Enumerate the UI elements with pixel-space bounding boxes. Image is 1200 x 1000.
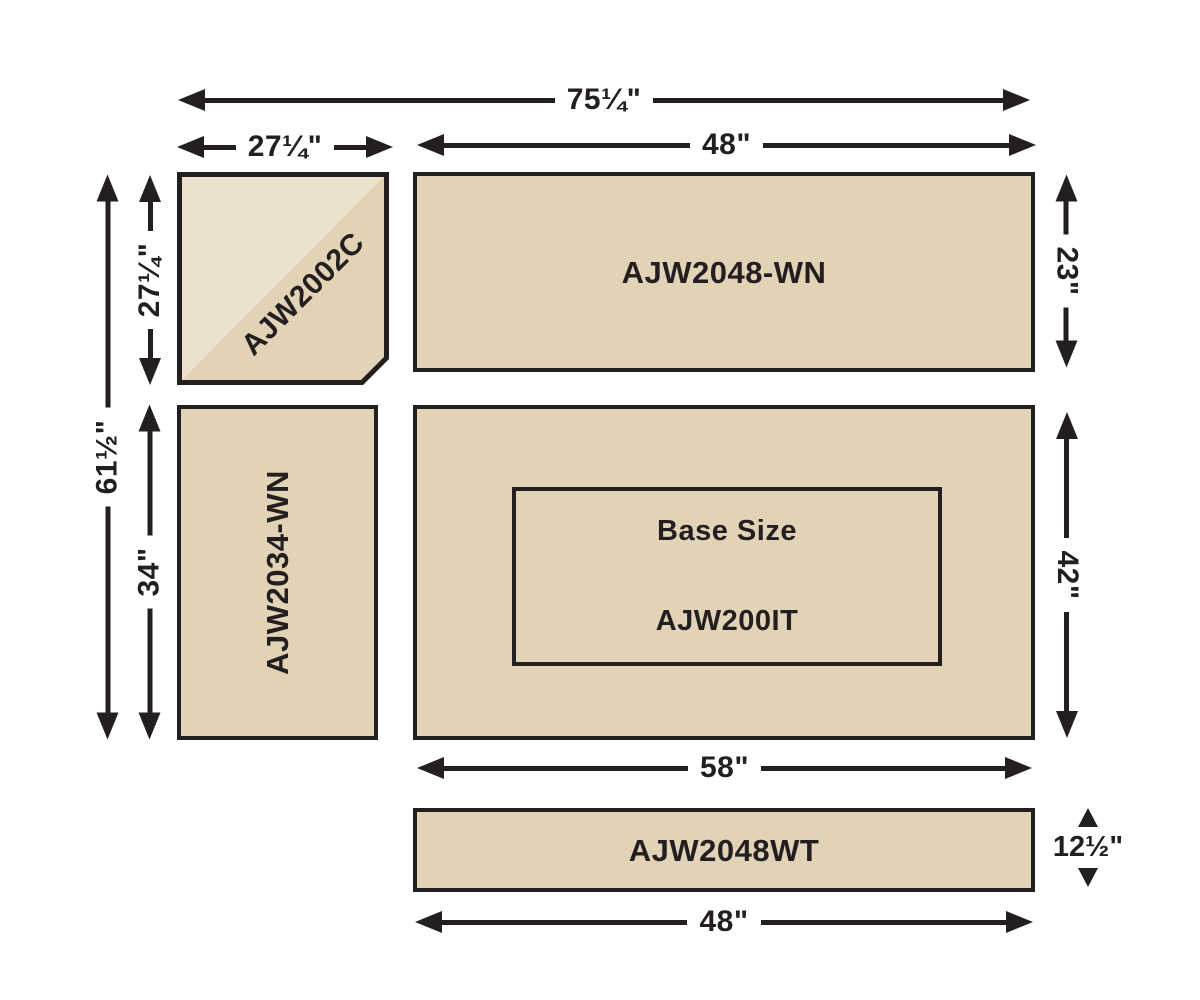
dim-top-height: 23" [1050, 174, 1084, 368]
dim-corner-width: 27¼" [177, 130, 393, 163]
dim-strip-width: 48" [415, 905, 1033, 938]
arrowhead-right-icon [366, 136, 393, 158]
arrowhead-left-icon [417, 757, 444, 779]
dim-strip-height-label: 12½" [1052, 831, 1124, 863]
dim-overall-width-label: 75¼" [566, 83, 642, 116]
piece-strip-label: AJW2048WT [628, 832, 820, 868]
dim-left-height-label: 34" [132, 547, 166, 597]
piece-left-label: AJW2034-WN [260, 470, 296, 675]
dim-overall-height: 61½" [90, 174, 124, 740]
arrowhead-up-icon [1055, 174, 1078, 202]
arrowhead-down-icon [138, 712, 161, 740]
arrowhead-up-icon [1056, 412, 1078, 439]
arrowhead-right-icon [1006, 911, 1033, 933]
dim-base-width: 58" [417, 751, 1032, 784]
arrowhead-down-icon [96, 712, 119, 740]
piece-corner-border [177, 172, 389, 385]
piece-strip: AJW2048WT [413, 808, 1035, 892]
arrowhead-left-icon [177, 136, 204, 158]
arrowhead-left-icon [415, 911, 442, 933]
piece-top-countertop: AJW2048-WN [413, 172, 1035, 372]
arrowhead-right-icon [1005, 757, 1032, 779]
dim-strip-width-label: 48" [699, 905, 749, 938]
dim-base-width-label: 58" [699, 751, 750, 784]
dim-corner-height: 27¼" [133, 175, 166, 385]
dim-corner-width-label: 27¼" [247, 130, 323, 163]
arrowhead-up-icon [96, 174, 119, 202]
piece-corner: AJW2002C [177, 172, 389, 385]
piece-base: Base Size AJW200IT [413, 405, 1035, 740]
dim-corner-height-label: 27¼" [133, 242, 166, 318]
dim-strip-height: 12½" [1040, 808, 1136, 887]
dim-overall-height-label: 61½" [90, 419, 124, 495]
dim-base-height-label: 42" [1051, 550, 1084, 600]
arrowhead-up-icon [1078, 808, 1098, 827]
arrowhead-down-icon [1055, 340, 1078, 368]
arrowhead-up-icon [138, 404, 161, 432]
base-size-box: Base Size AJW200IT [512, 487, 942, 666]
arrowhead-left-icon [178, 89, 205, 111]
arrowhead-right-icon [1009, 134, 1036, 156]
dim-base-height: 42" [1051, 412, 1084, 738]
base-size-title: Base Size [657, 515, 797, 547]
arrowhead-down-icon [1056, 711, 1078, 738]
piece-corner-highlight [177, 172, 389, 385]
dim-overall-width: 75¼" [178, 83, 1030, 116]
dim-top-width-label: 48" [701, 128, 752, 161]
piece-top-label: AJW2048-WN [621, 254, 827, 290]
arrowhead-left-icon [417, 134, 444, 156]
arrowhead-up-icon [139, 175, 161, 202]
piece-left-countertop: AJW2034-WN [177, 405, 378, 740]
dim-top-height-label: 23" [1050, 246, 1084, 296]
base-size-label: AJW200IT [655, 605, 799, 637]
arrowhead-right-icon [1003, 89, 1030, 111]
dim-top-width: 48" [417, 128, 1036, 161]
dim-left-height: 34" [132, 404, 166, 740]
arrowhead-down-icon [139, 358, 161, 385]
arrowhead-down-icon [1078, 868, 1098, 887]
